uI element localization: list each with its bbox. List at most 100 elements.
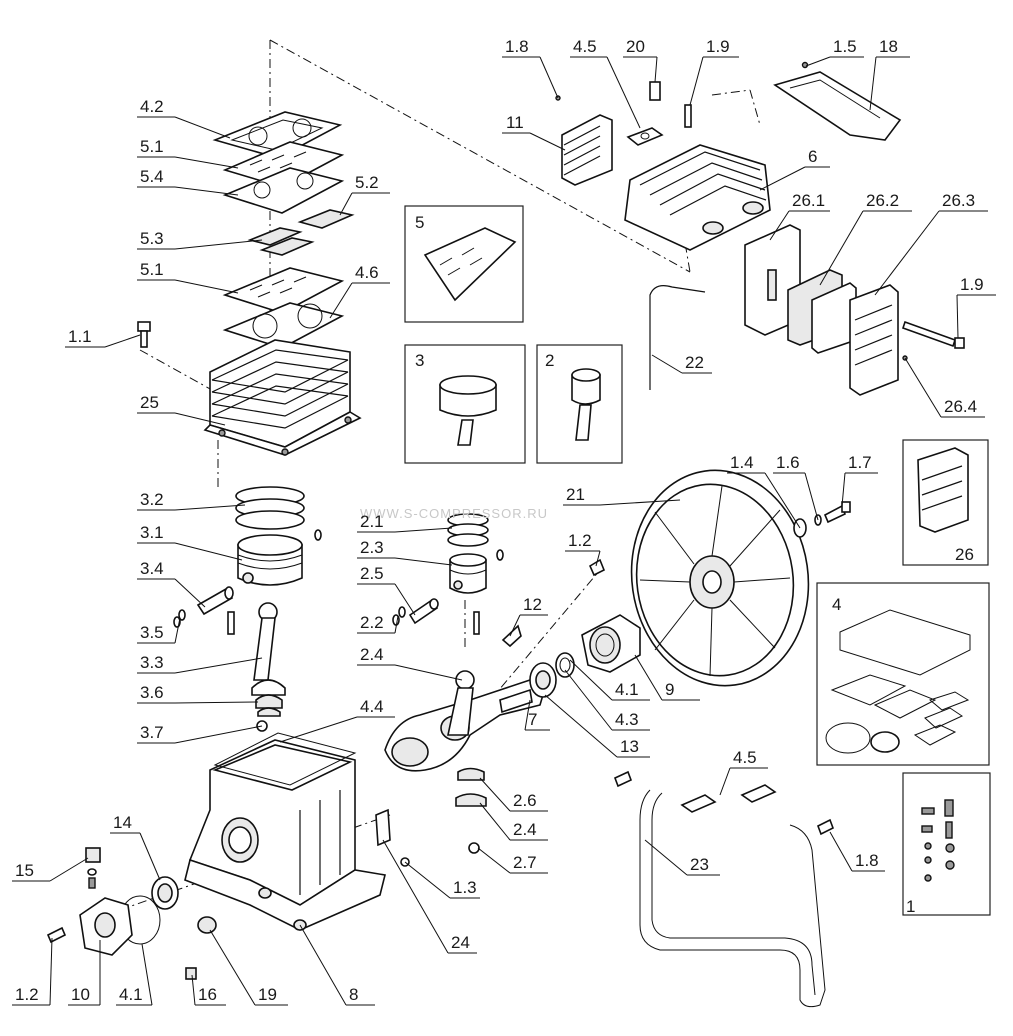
shield-18	[773, 71, 902, 141]
bearing-13	[529, 662, 557, 698]
part-number-label: 1.1	[68, 327, 92, 346]
circlip-2-2-b	[398, 606, 406, 618]
leader-line	[209, 929, 256, 1006]
part-number-label: 1.5	[833, 37, 857, 56]
leader-line	[544, 694, 618, 758]
leader-line	[764, 472, 801, 529]
fitting-20	[649, 81, 661, 101]
inset-box-1	[902, 772, 991, 916]
leader-line	[141, 943, 153, 1006]
part-number-label: 14	[113, 813, 132, 832]
part-number-label: 26.3	[942, 191, 975, 210]
part-number-label: 26.4	[944, 397, 977, 416]
unloader-valve-11	[561, 114, 613, 186]
callout-2-2: 2.2	[357, 613, 399, 634]
inset-box-4	[816, 582, 990, 766]
valve-plate-stack	[212, 111, 355, 349]
part-number-label: 1.4	[730, 453, 754, 472]
callout-2-4: 2.4	[479, 802, 548, 841]
callout-14: 14	[110, 813, 161, 881]
cylinder-block-25	[203, 339, 362, 456]
part-number-label: 3	[415, 351, 424, 370]
callout-18: 18	[869, 37, 910, 111]
part-number-label: 1.2	[15, 985, 39, 1004]
leader-line	[49, 937, 53, 1006]
leader-line	[174, 578, 206, 608]
key-12	[501, 624, 522, 648]
callout-7: 7	[524, 699, 550, 731]
part-number-label: 1.8	[505, 37, 529, 56]
gasket-4-6	[222, 302, 345, 349]
callout-1-9: 1.9	[956, 275, 996, 339]
callout-26-2: 26.2	[819, 191, 912, 286]
leader-line	[606, 56, 641, 129]
leader-line	[174, 156, 239, 169]
screw-3-3a	[227, 611, 235, 635]
reed-5-2	[297, 209, 355, 229]
bolt-1-9-right	[901, 320, 965, 349]
oil-cap-15	[85, 847, 101, 889]
part-number-label: 23	[690, 855, 709, 874]
callout-9: 9	[634, 654, 700, 701]
callout-1-7: 1.7	[841, 453, 878, 507]
leader-line	[299, 924, 347, 1006]
part-number-label: 1.8	[855, 851, 879, 870]
part-number-label: 3.3	[140, 653, 164, 672]
callout-1-2: 1.2	[12, 937, 53, 1006]
nut-2-7	[468, 842, 480, 854]
callout-24: 24	[382, 839, 477, 954]
leader-line	[279, 716, 358, 743]
part-number-label: 11	[506, 113, 524, 132]
callout-2-6: 2.6	[479, 777, 548, 812]
part-number-label: 12	[523, 595, 542, 614]
bolt-1-9-top	[684, 104, 692, 128]
callout-1-2: 1.2	[565, 531, 601, 567]
callout-26: 26	[955, 545, 974, 564]
callout-1-1: 1.1	[65, 327, 141, 348]
callout-3-7: 3.7	[137, 723, 263, 744]
gasket-4-5-top	[626, 127, 664, 146]
callout-4-1: 4.1	[116, 943, 153, 1006]
callout-26-3: 26.3	[874, 191, 988, 296]
leader-line	[829, 831, 853, 872]
inset-box-5	[404, 205, 524, 323]
leader-line	[174, 701, 259, 704]
callout-22: 22	[651, 353, 712, 374]
leader-line	[174, 186, 239, 196]
leader-line	[477, 847, 511, 874]
callout-5-1: 5.1	[137, 260, 239, 294]
part-number-label: 22	[685, 353, 704, 372]
part-number-label: 24	[451, 933, 470, 952]
callout-4: 4	[832, 595, 841, 614]
leader-line	[524, 699, 531, 731]
leader-line	[479, 777, 511, 812]
part-number-label: 4.6	[355, 263, 379, 282]
seal-4-3	[555, 652, 575, 678]
callout-5-2: 5.2	[339, 173, 390, 216]
part-number-label: 1.3	[453, 878, 477, 897]
callout-4-1: 4.1	[569, 659, 650, 701]
leader-line	[174, 617, 181, 644]
pin-2-5	[408, 598, 439, 625]
leader-line	[174, 657, 263, 674]
filter-element-26-2	[787, 269, 857, 354]
part-number-label: 3.1	[140, 523, 164, 542]
plate-5-1-lower	[222, 267, 345, 314]
callout-2-5: 2.5	[357, 564, 416, 616]
part-number-label: 4.2	[140, 97, 164, 116]
bracket-23	[639, 789, 826, 1008]
circlip-3-5-a	[314, 529, 322, 541]
leader-line	[644, 839, 688, 876]
leader-line	[539, 56, 559, 99]
callout-3-1: 3.1	[137, 523, 243, 561]
leader-line	[654, 56, 658, 83]
leader-line	[394, 583, 416, 616]
part-number-label: 2.2	[360, 613, 384, 632]
tube-22	[649, 285, 706, 390]
leader-line	[394, 527, 453, 533]
leader-line	[104, 334, 141, 348]
callout-1-8: 1.8	[502, 37, 559, 99]
part-number-label: 26.2	[866, 191, 899, 210]
callout-1-3: 1.3	[404, 861, 480, 899]
part-number-label: 18	[879, 37, 898, 56]
